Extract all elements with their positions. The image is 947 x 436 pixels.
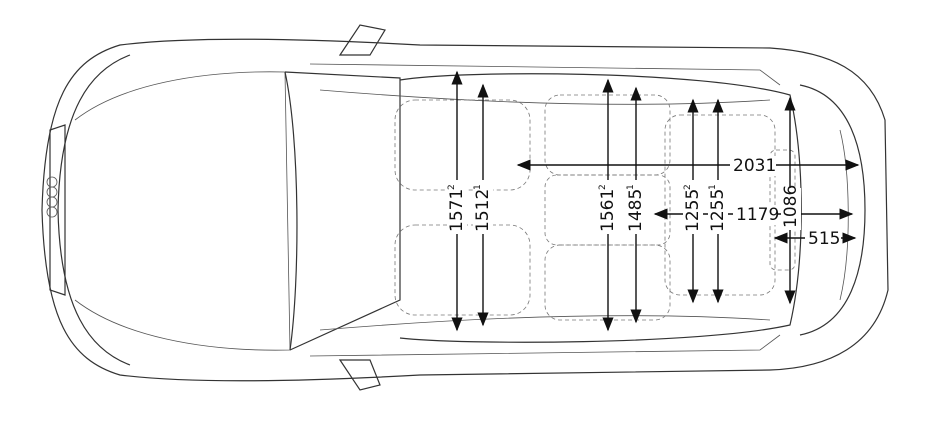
svg-text:1485: 1485	[626, 189, 646, 232]
svg-text:1: 1	[708, 184, 718, 190]
label-1571: 1571 2	[447, 180, 467, 234]
label-1255-2: 1255 2	[683, 180, 703, 234]
label-1255-1: 1255 1	[708, 180, 728, 234]
svg-text:2: 2	[598, 184, 608, 190]
label-515: 515	[805, 229, 841, 249]
label-1512: 1512 1	[473, 180, 493, 234]
svg-text:515: 515	[808, 229, 840, 249]
svg-text:1: 1	[473, 184, 483, 190]
label-1485: 1485 1	[626, 180, 646, 234]
left-mirror	[338, 24, 386, 56]
label-1561: 1561 2	[598, 180, 618, 234]
label-1086: 1086	[781, 185, 801, 230]
svg-text:1255: 1255	[683, 189, 703, 232]
svg-text:1255: 1255	[708, 189, 728, 232]
logo-rings	[46, 176, 58, 218]
svg-text:2: 2	[447, 184, 457, 190]
right-mirror	[338, 359, 381, 391]
svg-text:1561: 1561	[598, 189, 618, 232]
svg-text:2: 2	[683, 184, 693, 190]
svg-text:1179: 1179	[736, 205, 779, 225]
label-1179: 1179	[733, 205, 779, 225]
svg-text:1571: 1571	[447, 189, 467, 232]
svg-text:1086: 1086	[781, 185, 801, 228]
label-2031: 2031	[730, 156, 776, 176]
dimension-labels: 1571 2 1512 1 1561 2 1485 1 1255 2 1255 …	[447, 156, 841, 249]
svg-text:2031: 2031	[733, 156, 776, 176]
svg-text:1: 1	[626, 184, 636, 190]
svg-text:1512: 1512	[473, 189, 493, 232]
